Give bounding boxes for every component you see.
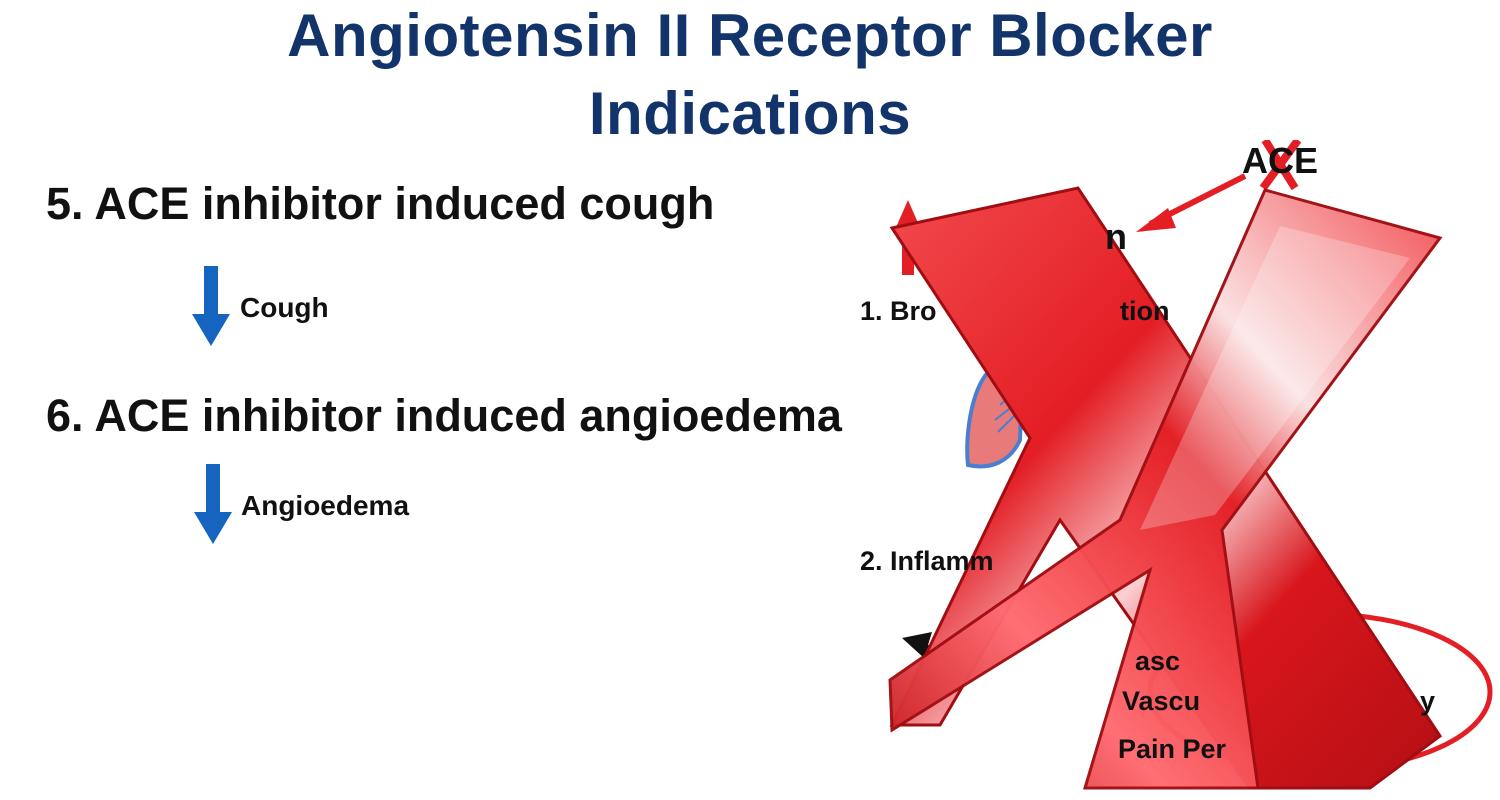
enzyme-label: ACE — [1242, 140, 1319, 181]
effect2-fragment-label: 2. Inflamm — [860, 546, 994, 576]
indication-heading-cough: 5. ACE inhibitor induced cough — [46, 178, 715, 229]
indication-heading-angioedema: 6. ACE inhibitor induced angioedema — [46, 390, 842, 441]
effect1-fragment-label: 1. Bro — [860, 296, 937, 326]
list-fragment-label: y — [1420, 686, 1436, 716]
list-fragment-label: Pain Per — [1118, 734, 1227, 764]
list-fragment-label: asc — [1135, 646, 1181, 676]
down-arrow-icon — [192, 266, 230, 346]
small-red-x-icon — [1259, 140, 1302, 191]
down-arrow-icon — [194, 464, 232, 544]
diagram-graphics — [888, 140, 1493, 790]
effect-label-angioedema: Angioedema — [241, 490, 410, 521]
product-fragment-label: n — [1105, 216, 1127, 257]
red-x-icon — [888, 186, 1443, 790]
list-fragment-label: Vascu — [1122, 686, 1201, 716]
effect-label-cough: Cough — [240, 292, 329, 323]
page-title-line1: Angiotensin II Receptor Blocker — [287, 2, 1213, 69]
ace-arrow-icon — [1136, 173, 1247, 232]
effect1-tail-label: tion — [1120, 296, 1170, 326]
page-title-line2: Indications — [588, 80, 912, 147]
bradykinin-diagram: ACE n 1. Bro tion 2. Inflamm asc Vascu P… — [850, 140, 1500, 800]
